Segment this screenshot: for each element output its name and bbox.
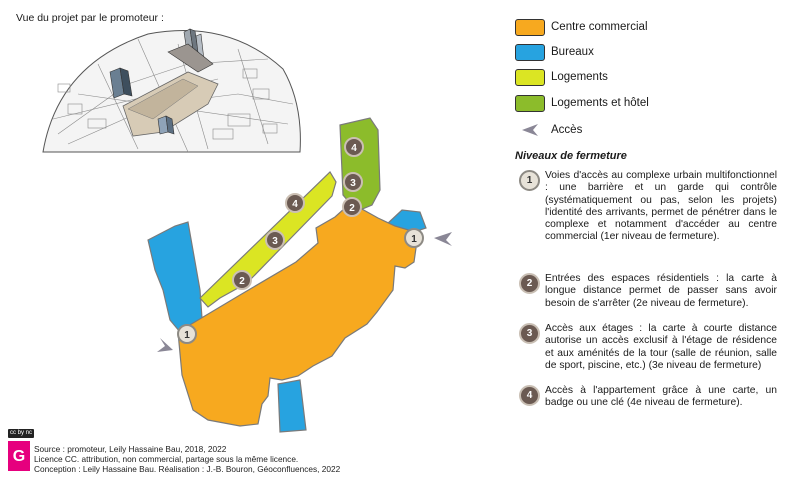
level-item-4: 4 Accès à l'appartement grâce à une cart… — [519, 385, 777, 410]
marker-1-label: 1 — [184, 330, 190, 341]
level-text: Voies d'accès au complexe urbain multifo… — [545, 170, 777, 243]
level-item-2: 2 Entrées des espaces résidentiels : la … — [519, 273, 777, 310]
swatch-bureaux — [515, 43, 545, 61]
legend-item-acces: Accès — [515, 119, 582, 141]
swatch-logements — [515, 68, 545, 86]
marker-4-label: 4 — [292, 199, 298, 210]
level-number-badge: 2 — [519, 273, 540, 294]
legend-label: Logements — [551, 71, 608, 83]
legend-label: Bureaux — [551, 46, 594, 58]
level-text: Entrées des espaces résidentiels : la ca… — [545, 273, 777, 309]
swatch-logements-hotel — [515, 94, 545, 112]
legend-label: Logements et hôtel — [551, 97, 649, 109]
svg-text:G: G — [13, 448, 25, 465]
legend-item-bureaux: Bureaux — [515, 41, 594, 63]
level-text: Accès aux étages : la carte à courte dis… — [545, 323, 777, 371]
map-zone-centre-commercial — [177, 207, 417, 427]
marker-3-label: 3 — [272, 236, 278, 247]
legend-item-logements-hotel: Logements et hôtel — [515, 92, 649, 114]
footer-licence: Licence CC. attribution, non commercial,… — [34, 454, 299, 464]
level-number-badge: 4 — [519, 385, 540, 406]
legend-item-centre-commercial: Centre commercial — [515, 16, 648, 38]
swatch-centre-commercial — [515, 18, 545, 36]
footer-source: Source : promoteur, Leily Hassaine Bau, … — [34, 444, 227, 454]
legend-label: Accès — [551, 124, 583, 136]
marker-2-label: 2 — [239, 276, 245, 287]
map-zone-bureaux-west — [147, 221, 203, 333]
marker-4-label: 4 — [351, 143, 357, 154]
levels-title: Niveaux de fermeture — [515, 150, 627, 162]
marker-3-label: 3 — [350, 178, 356, 189]
level-item-3: 3 Accès aux étages : la carte à courte d… — [519, 323, 777, 372]
map-zone-logements-hotel — [339, 117, 381, 211]
level-number-badge: 3 — [519, 323, 540, 344]
access-arrow-icon — [434, 232, 452, 246]
cc-license-badge: cc by nc sa — [8, 429, 34, 445]
level-text: Accès à l'appartement grâce à une carte,… — [545, 385, 777, 409]
aerial-view-title: Vue du projet par le promoteur : — [16, 12, 164, 24]
footer-credits: Conception : Leily Hassaine Bau. Réalisa… — [34, 464, 341, 474]
level-number-badge: 1 — [519, 170, 540, 191]
legend-label: Centre commercial — [551, 21, 648, 33]
marker-1-label: 1 — [411, 234, 417, 245]
access-arrow-icon — [157, 338, 173, 352]
map-zone-bureaux-south — [277, 379, 307, 433]
geoconfluences-logo: G — [8, 441, 30, 471]
marker-2-label: 2 — [349, 203, 355, 214]
arrow-icon — [515, 122, 545, 139]
legend-item-logements: Logements — [515, 66, 608, 88]
aerial-view-image — [42, 28, 301, 153]
level-item-1: 1 Voies d'accès au complexe urbain multi… — [519, 170, 777, 244]
site-plan-map: 4 3 2 4 3 2 1 1 — [147, 117, 452, 433]
